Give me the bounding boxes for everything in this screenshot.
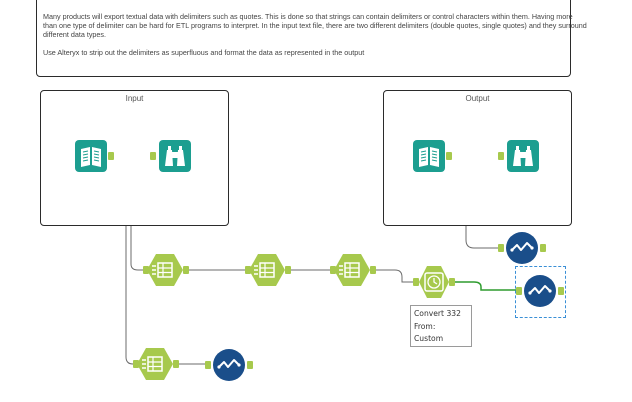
select-icon [330,254,376,286]
select-tool-1[interactable] [143,254,189,286]
output-container-title: Output [465,94,490,103]
input-data-icon [75,140,114,172]
annotation-line-1: Convert 332 [414,309,461,318]
description-paragraph-1: Many products will export textual data w… [43,12,587,39]
output-data-tool[interactable] [413,140,457,172]
output-container[interactable]: Output [383,90,572,226]
select-tool-2[interactable] [245,254,291,286]
binoculars-icon [150,140,191,172]
datetime-tool-annotation: Convert 332 From: Custom [410,305,472,347]
browse-tool-input[interactable] [150,140,192,172]
select-tool-3[interactable] [330,254,376,286]
input-data-tool[interactable] [75,140,119,172]
select-tool-4[interactable] [133,348,179,380]
description-paragraph-2: Use Alteryx to strip out the delimiters … [43,48,365,57]
description-text: Many products will export textual data w… [43,12,588,66]
select-icon [245,254,291,286]
browse-check-tool-3-selected[interactable] [516,274,566,308]
check-circle-icon [205,349,253,381]
input-data-icon [413,140,452,172]
binoculars-icon [498,140,539,172]
browse-check-tool-1[interactable] [205,348,255,382]
browse-tool-output[interactable] [498,140,540,172]
select-icon [133,348,179,380]
annotation-line-2: From: [414,321,436,331]
input-container[interactable]: Input [40,90,229,226]
connector-formula-to-browse-selected [449,281,520,291]
annotation-line-3: Custom [414,334,444,343]
check-circle-icon [498,232,546,264]
check-circle-icon [516,275,564,307]
clock-icon [413,266,455,298]
select-icon [143,254,189,286]
description-comment-box[interactable]: Many products will export textual data w… [36,0,587,77]
browse-check-tool-2[interactable] [498,231,548,265]
datetime-tool[interactable] [413,265,455,301]
connector-select3-to-formula [374,269,418,283]
input-container-title: Input [125,94,144,103]
